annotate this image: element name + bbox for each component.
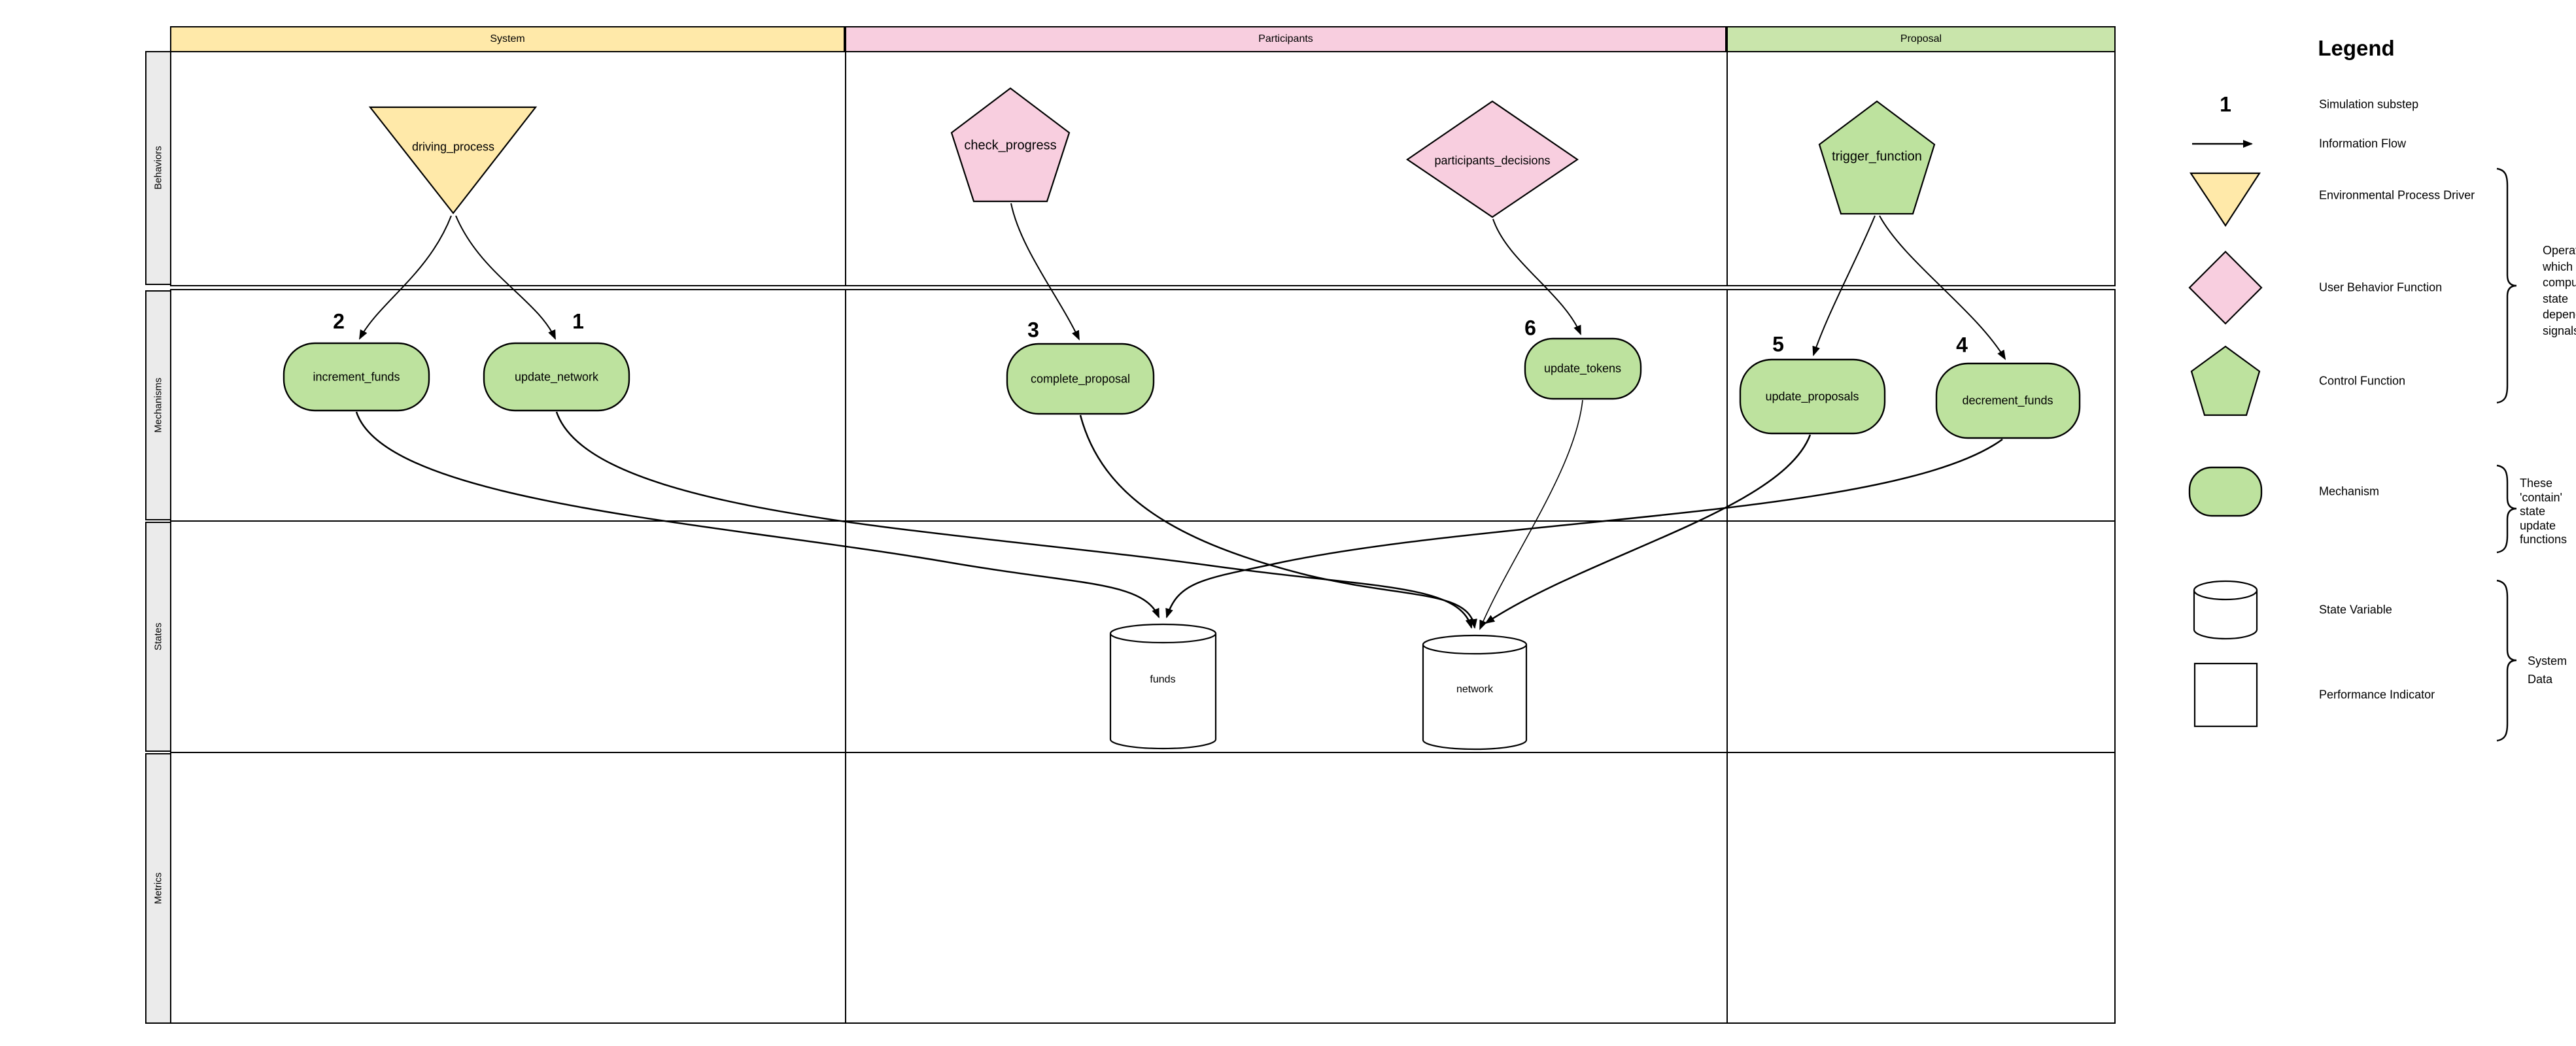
legend-label-user-behavior-function: User Behavior Function xyxy=(2319,280,2443,294)
node-label-network: network xyxy=(1456,684,1494,695)
annotation-line: signals xyxy=(2543,324,2576,337)
edge-driving_to_network_fn[interactable] xyxy=(455,215,556,340)
legend-square-icon xyxy=(2193,662,2258,728)
brace-contain-note xyxy=(2496,464,2517,554)
annotation-line: which xyxy=(2543,260,2573,273)
legend-substep-number: 1 xyxy=(2220,92,2231,116)
edge-check_to_complete[interactable] xyxy=(1010,203,1080,341)
node-participants_decisions[interactable] xyxy=(1406,100,1579,218)
node-label-funds: funds xyxy=(1150,674,1176,685)
legend-label-control-function: Control Function xyxy=(2319,374,2406,388)
edge-complete_to_network[interactable] xyxy=(1079,414,1477,629)
edge-proposals_to_network[interactable] xyxy=(1485,434,1812,624)
row-divider-states-metrics xyxy=(170,752,2116,753)
node-label-participants_decisions: participants_decisions xyxy=(1434,154,1551,167)
legend-diamond-icon xyxy=(2188,250,2263,325)
legend-label-performance-indicator: Performance Indicator xyxy=(2319,688,2435,701)
node-driving_process[interactable] xyxy=(368,106,538,214)
node-network[interactable] xyxy=(1422,634,1528,751)
legend-label-environmental-process-driver: Environmental Process Driver xyxy=(2319,188,2475,202)
annotation-line: functions xyxy=(2520,533,2567,546)
annotation-line: These xyxy=(2520,477,2553,490)
annotation-operators-note: Operato which compute state depende signals xyxy=(2543,243,2576,339)
column-divider-participants-proposal xyxy=(1726,51,1728,1024)
legend-pentagon-icon xyxy=(2190,345,2261,416)
legend-stadium-icon xyxy=(2188,466,2263,517)
brace-operators-note xyxy=(2496,167,2517,404)
annotation-line: 'contain' xyxy=(2520,490,2562,504)
legend-label-state-variable: State Variable xyxy=(2319,603,2392,616)
node-label-update_proposals: update_proposals xyxy=(1765,390,1859,403)
annotation-line: state xyxy=(2520,505,2546,518)
node-label-complete_proposal: complete_proposal xyxy=(1030,372,1131,386)
substep-number-3: 3 xyxy=(1027,318,1039,342)
edge-decisions_to_tokens[interactable] xyxy=(1492,218,1581,335)
substep-number-6: 6 xyxy=(1524,316,1536,340)
substep-number-1: 1 xyxy=(572,309,584,333)
node-label-decrement_funds: decrement_funds xyxy=(1962,394,2053,407)
row-divider-mechanisms-states xyxy=(170,520,2116,522)
node-update_tokens[interactable] xyxy=(1524,337,1642,400)
legend-title: Legend xyxy=(2318,36,2395,60)
column-header-system-label: System xyxy=(490,33,525,44)
annotation-line: Data xyxy=(2528,673,2553,686)
node-label-update_tokens: update_tokens xyxy=(1543,362,1622,375)
column-header-participants-label: Participants xyxy=(1258,33,1313,44)
edge-driving_to_increment[interactable] xyxy=(359,215,452,340)
brace-system-data-note xyxy=(2496,579,2517,742)
column-header-proposal: Proposal xyxy=(1726,26,2116,52)
node-label-check_progress: check_progress xyxy=(964,138,1057,153)
node-label-update_network: update_network xyxy=(514,370,599,384)
annotation-line: update xyxy=(2520,518,2556,532)
legend-cylinder-icon xyxy=(2193,580,2258,640)
legend-label-simulation-substep: Simulation substep xyxy=(2319,97,2419,111)
substep-number-4: 4 xyxy=(1956,333,1968,357)
column-header-system: System xyxy=(170,26,845,52)
row-divider-behaviors-mechanisms xyxy=(170,285,2116,290)
column-divider-system-participants xyxy=(845,51,846,1024)
node-check_progress[interactable] xyxy=(950,87,1071,203)
annotation-line: state xyxy=(2543,292,2569,305)
legend-triangle-icon xyxy=(2189,172,2261,228)
substep-number-5: 5 xyxy=(1772,332,1784,356)
edge-updatenetwork_to_network[interactable] xyxy=(555,411,1473,629)
node-update_network[interactable] xyxy=(483,342,630,412)
edge-decrement_to_funds[interactable] xyxy=(1165,438,2003,618)
edge-increment_to_funds[interactable] xyxy=(355,411,1160,618)
node-update_proposals[interactable] xyxy=(1739,358,1886,435)
annotation-line: Operato xyxy=(2543,244,2576,257)
edge-trigger_to_proposals[interactable] xyxy=(1812,215,1876,356)
diagram-canvas xyxy=(170,51,2116,1024)
column-header-proposal-label: Proposal xyxy=(1900,33,1942,44)
legend-label-information-flow: Information Flow xyxy=(2319,137,2407,150)
legend-label-mechanism: Mechanism xyxy=(2319,484,2380,498)
node-complete_proposal[interactable] xyxy=(1006,343,1155,415)
node-label-increment_funds: increment_funds xyxy=(313,370,400,384)
edge-trigger_to_decrement[interactable] xyxy=(1879,215,2006,360)
node-label-trigger_function: trigger_function xyxy=(1832,149,1922,164)
node-funds[interactable] xyxy=(1109,623,1217,750)
node-decrement_funds[interactable] xyxy=(1935,362,2081,439)
edge-tokens_to_network[interactable] xyxy=(1479,399,1583,630)
node-label-driving_process: driving_process xyxy=(411,140,495,154)
annotation-line: compute xyxy=(2543,276,2576,289)
node-trigger_function[interactable] xyxy=(1818,100,1936,215)
column-header-participants: Participants xyxy=(845,26,1726,52)
node-increment_funds[interactable] xyxy=(283,342,430,412)
substep-number-2: 2 xyxy=(333,309,345,333)
annotation-line: System xyxy=(2528,654,2567,667)
annotation-line: depende xyxy=(2543,308,2576,321)
